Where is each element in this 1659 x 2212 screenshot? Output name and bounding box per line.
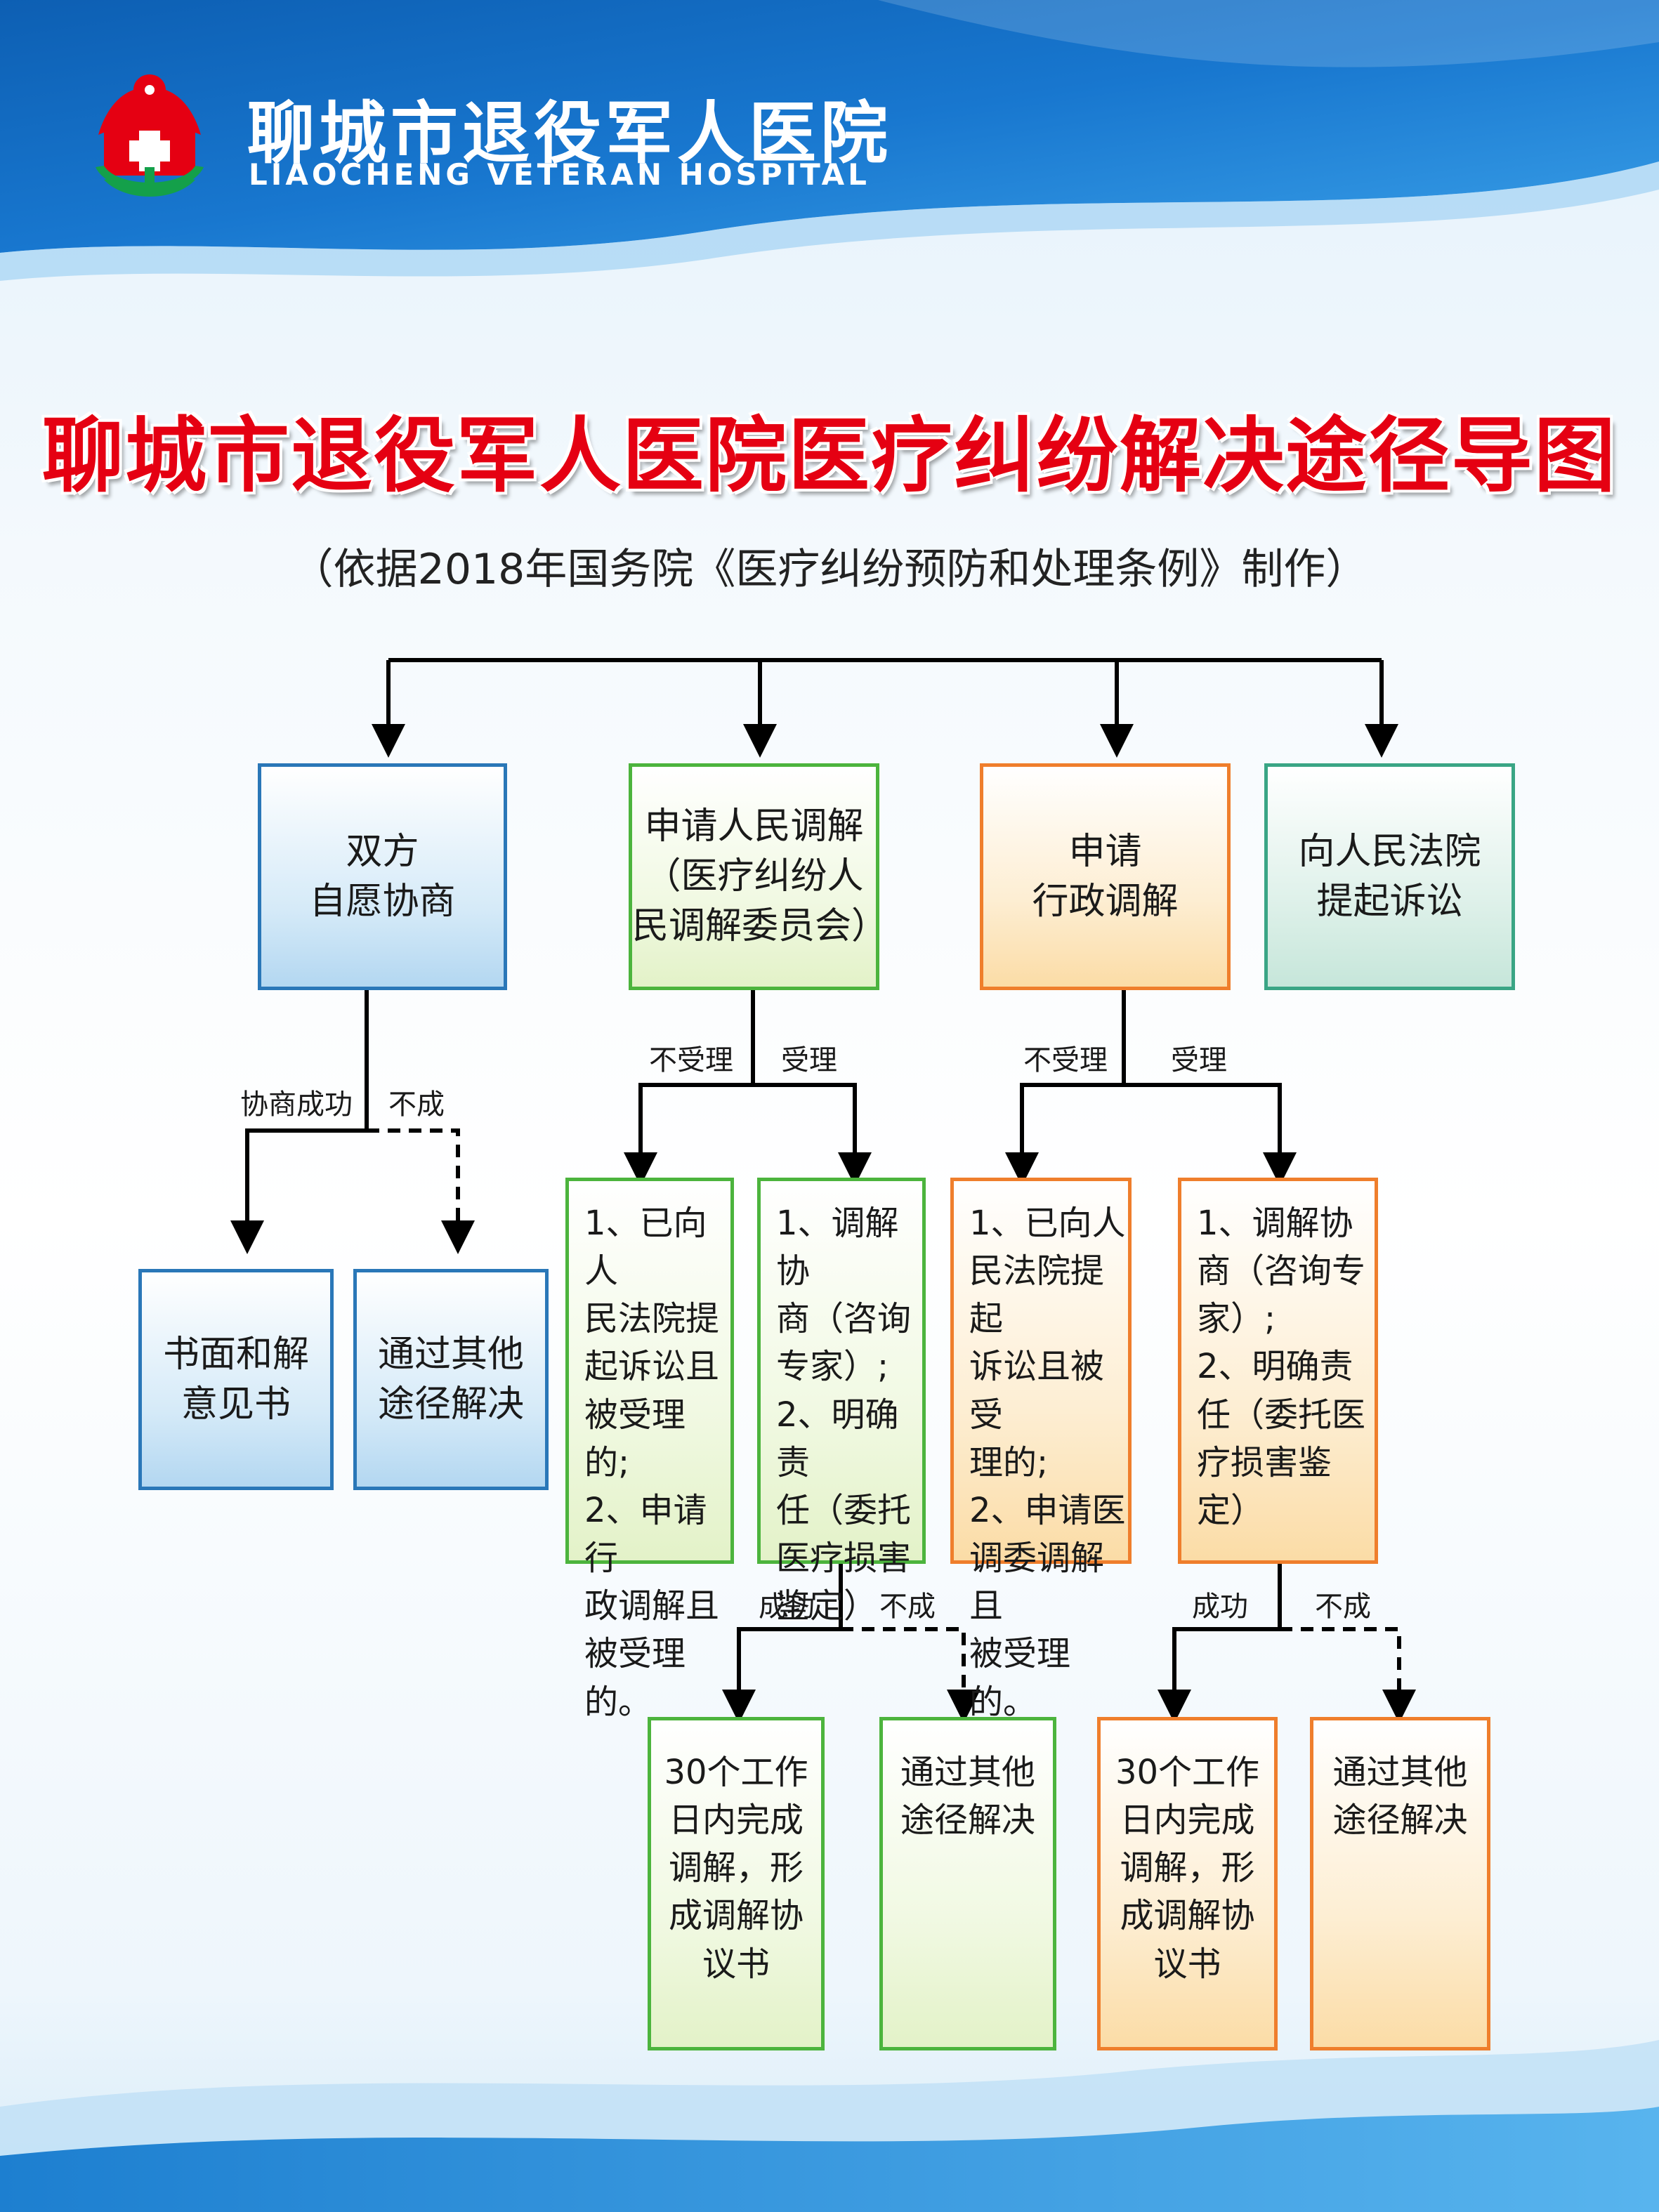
label-am-not-accepted: 不受理 xyxy=(1023,1044,1108,1077)
am-success-line xyxy=(1158,1627,1280,1723)
pm-success-line xyxy=(722,1627,841,1723)
box-court: 向人民法院 提起诉讼 xyxy=(1264,763,1515,990)
label-am-success: 成功 xyxy=(1192,1591,1248,1623)
box-negotiate-text: 双方 自愿协商 xyxy=(309,830,456,923)
box-written-agreement-text: 书面和解 意见书 xyxy=(162,1333,309,1426)
am-accept-line xyxy=(1124,1083,1297,1186)
box-am-not-accepted: 1、已向人 民法院提起 诉讼且被受 理的; 2、申请医 调委调解且 被受理的。 xyxy=(950,1178,1132,1722)
box-pm-not-accepted-text: 1、已向人 民法院提 起诉讼且 被受理的; 2、申请行 政调解且 被受理的。 xyxy=(584,1204,720,1722)
page-title: 聊城市退役军人医院医疗纠纷解决途径导图 xyxy=(42,409,1617,503)
box-pm-other-text: 通过其他 途径解决 xyxy=(900,1753,1035,1841)
box-people-mediation: 申请人民调解 （医疗纠纷人 民调解委员会） xyxy=(629,763,888,990)
label-negotiate-fail: 不成 xyxy=(388,1088,445,1121)
box-pm-success-text: 30个工作 日内完成 调解，形 成调解协 议书 xyxy=(664,1753,808,1984)
box-am-accepted-text: 1、调解协 商（咨询专 家）; 2、明确责 任（委托医 疗损害鉴定） xyxy=(1197,1204,1366,1530)
hospital-logo xyxy=(96,74,204,197)
box-pm-not-accepted: 1、已向人 民法院提 起诉讼且 被受理的; 2、申请行 政调解且 被受理的。 xyxy=(565,1178,734,1722)
box-am-success: 30个工作 日内完成 调解，形 成调解协 议书 xyxy=(1097,1717,1278,2050)
box-am-not-accepted-text: 1、已向人 民法院提起 诉讼且被受 理的; 2、申请医 调委调解且 被受理的。 xyxy=(969,1204,1126,1722)
label-pm-fail: 不成 xyxy=(879,1591,936,1623)
am-fail-line xyxy=(1280,1627,1416,1723)
label-pm-success: 成功 xyxy=(759,1591,815,1623)
box-am-other-text: 通过其他 途径解决 xyxy=(1332,1753,1468,1841)
negotiate-fail-line xyxy=(367,1128,475,1254)
box-pm-accepted: 1、调解协 商（咨询 专家）; 2、明确责 任（委托 医疗损害 鉴定） xyxy=(757,1178,926,1626)
box-written-agreement: 书面和解 意见书 xyxy=(138,1269,334,1490)
box-other-route-1: 通过其他 途径解决 xyxy=(353,1269,549,1490)
box-negotiate: 双方 自愿协商 xyxy=(258,763,507,990)
label-negotiate-success: 协商成功 xyxy=(240,1088,353,1121)
box-admin-mediation-text: 申请 行政调解 xyxy=(1032,830,1179,923)
box-other-route-1-text: 通过其他 途径解决 xyxy=(377,1333,524,1426)
label-pm-accepted: 受理 xyxy=(781,1044,837,1077)
page-subtitle: （依据2018年国务院《医疗纠纷预防和处理条例》制作） xyxy=(291,545,1368,594)
hospital-name-en: LIAOCHENG VETERAN HOSPITAL xyxy=(249,157,870,192)
negotiate-success-line xyxy=(230,1128,367,1254)
label-pm-not-accepted: 不受理 xyxy=(649,1044,733,1077)
box-am-other: 通过其他 途径解决 xyxy=(1310,1717,1490,2050)
hospital-name-cn: 聊城市退役军人医院 xyxy=(247,94,892,173)
box-pm-other: 通过其他 途径解决 xyxy=(879,1717,1056,2050)
pm-accept-line xyxy=(753,1083,872,1186)
label-am-fail: 不成 xyxy=(1315,1591,1371,1623)
pm-fail-line xyxy=(841,1627,981,1723)
box-admin-mediation: 申请 行政调解 xyxy=(980,763,1231,990)
box-am-success-text: 30个工作 日内完成 调解，形 成调解协 议书 xyxy=(1115,1753,1260,1984)
am-reject-line xyxy=(1005,1083,1124,1186)
box-people-mediation-text: 申请人民调解 （医疗纠纷人 民调解委员会） xyxy=(632,805,888,947)
pm-reject-line xyxy=(624,1083,753,1186)
box-pm-success: 30个工作 日内完成 调解，形 成调解协 议书 xyxy=(648,1717,825,2050)
box-am-accepted: 1、调解协 商（咨询专 家）; 2、明确责 任（委托医 疗损害鉴定） xyxy=(1178,1178,1378,1564)
box-court-text: 向人民法院 提起诉讼 xyxy=(1298,830,1481,923)
box-pm-accepted-text: 1、调解协 商（咨询 专家）; 2、明确责 任（委托 医疗损害 鉴定） xyxy=(776,1204,912,1626)
label-am-accepted: 受理 xyxy=(1171,1044,1227,1077)
